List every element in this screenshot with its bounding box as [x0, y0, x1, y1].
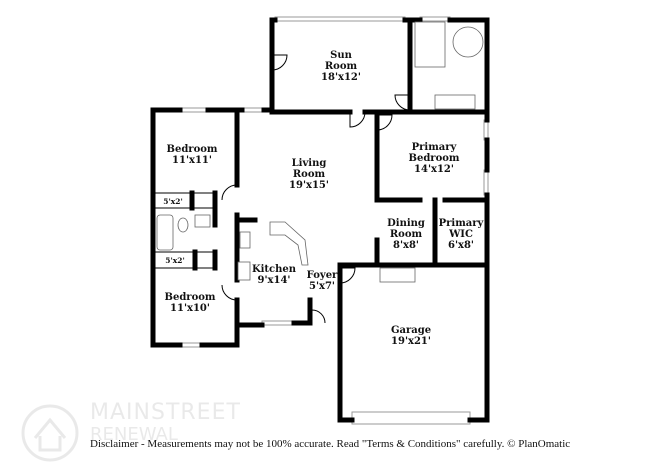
svg-text:Kitchen: Kitchen	[252, 264, 297, 275]
svg-text:11'x11': 11'x11'	[172, 155, 212, 166]
svg-text:6'x8': 6'x8'	[448, 240, 474, 251]
bathtub-primary	[452, 26, 484, 58]
svg-text:8'x8': 8'x8'	[393, 240, 419, 251]
dining-room-label: Dining Room 8'x8'	[387, 218, 425, 251]
svg-text:Primary: Primary	[439, 218, 485, 229]
svg-text:Living: Living	[292, 158, 327, 169]
logo-text-line1: MAINSTREET	[90, 400, 241, 425]
svg-text:WIC: WIC	[448, 229, 473, 240]
svg-text:Dining: Dining	[387, 218, 425, 229]
toilet	[177, 217, 189, 233]
svg-text:11'x10': 11'x10'	[170, 303, 210, 314]
svg-text:Sun: Sun	[330, 50, 352, 61]
svg-text:Bedroom: Bedroom	[167, 144, 218, 155]
bedroom-bottom-label: Bedroom 11'x10'	[165, 292, 216, 314]
svg-text:18'x12': 18'x12'	[321, 72, 361, 83]
svg-text:Room: Room	[293, 169, 326, 180]
closet-1-label: 5'x2'	[163, 197, 183, 206]
svg-text:14'x12': 14'x12'	[414, 164, 454, 175]
sun-room-label: Sun Room 18'x12'	[321, 50, 361, 83]
logo-text-line2: RENEWAL	[90, 424, 178, 445]
svg-text:Foyer: Foyer	[307, 270, 338, 281]
kitchen-label: Kitchen 9'x14'	[252, 264, 297, 286]
stove	[239, 231, 251, 249]
svg-text:Primary: Primary	[412, 142, 458, 153]
svg-text:19'x15': 19'x15'	[289, 180, 329, 191]
shower	[414, 21, 446, 68]
svg-text:Garage: Garage	[391, 325, 431, 336]
svg-text:5'x7': 5'x7'	[309, 281, 335, 292]
sink	[194, 214, 211, 228]
walls	[150, 17, 490, 423]
kitchen-island	[269, 221, 309, 266]
svg-text:Bedroom: Bedroom	[165, 292, 216, 303]
fixtures	[156, 21, 484, 283]
svg-text:Room: Room	[390, 229, 423, 240]
logo-house-icon	[21, 404, 79, 462]
svg-text:19'x21': 19'x21'	[391, 336, 431, 347]
doors	[221, 54, 411, 324]
primary-bedroom-label: Primary Bedroom 14'x12'	[409, 142, 460, 175]
living-room-label: Living Room 19'x15'	[289, 158, 329, 191]
fridge	[237, 261, 251, 281]
svg-text:9'x14': 9'x14'	[258, 275, 291, 286]
primary-wic-label: Primary WIC 6'x8'	[439, 218, 485, 251]
svg-text:Bedroom: Bedroom	[409, 153, 460, 164]
bedroom-top-label: Bedroom 11'x11'	[167, 144, 218, 166]
water-heater	[379, 267, 416, 283]
vanity	[434, 94, 476, 110]
disclaimer-text: Disclaimer - Measurements may not be 100…	[90, 438, 571, 450]
bathtub	[156, 214, 174, 251]
garage-label: Garage 19'x21'	[391, 325, 431, 347]
svg-text:Room: Room	[325, 61, 358, 72]
foyer-label: Foyer 5'x7'	[307, 270, 338, 292]
mainstreet-renewal-logo: MAINSTREET RENEWAL	[20, 398, 250, 468]
closet-2-label: 5'x2'	[165, 256, 185, 265]
